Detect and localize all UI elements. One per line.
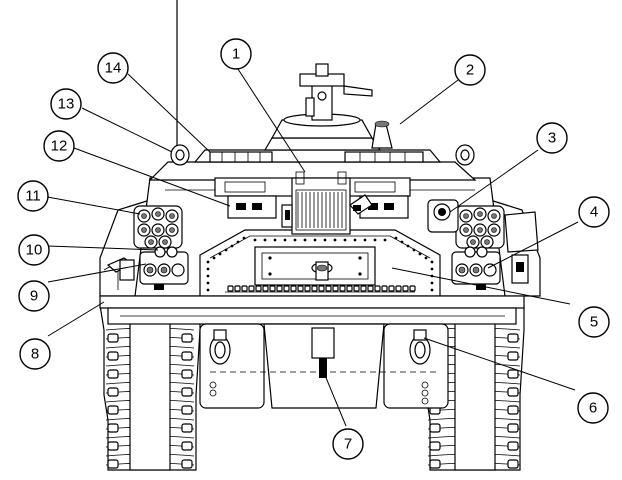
svg-text:10: 10: [26, 242, 43, 259]
turret: [148, 63, 477, 197]
svg-text:8: 8: [31, 346, 39, 363]
callout-11: 11: [17, 180, 49, 212]
callout-10: 10: [18, 234, 50, 266]
left-track: [99, 304, 201, 471]
callout-5: 5: [578, 306, 610, 338]
svg-text:1: 1: [232, 46, 240, 63]
svg-text:2: 2: [466, 62, 474, 79]
svg-text:7: 7: [344, 436, 352, 453]
svg-text:13: 13: [58, 96, 75, 113]
svg-text:9: 9: [30, 288, 38, 305]
callout-7: 7: [332, 428, 364, 460]
svg-text:6: 6: [589, 400, 597, 417]
headlight-right: [451, 246, 501, 290]
svg-text:3: 3: [548, 130, 556, 147]
callout-13: 13: [50, 88, 82, 120]
right-track: [425, 304, 525, 471]
callout-2: 2: [454, 54, 486, 86]
callout-4: 4: [578, 196, 610, 228]
callout-9: 9: [18, 280, 50, 312]
smoke-launcher-left: [133, 205, 183, 249]
callout-12: 12: [43, 130, 75, 162]
svg-text:14: 14: [105, 60, 122, 77]
svg-text:5: 5: [590, 314, 598, 331]
svg-text:4: 4: [590, 204, 598, 221]
callout-14: 14: [97, 52, 129, 84]
callout-3: 3: [536, 122, 568, 154]
svg-text:11: 11: [25, 188, 41, 205]
headlight-housings: [227, 195, 409, 219]
callout-1: 1: [220, 38, 252, 70]
tow-hooks: [209, 329, 431, 405]
svg-text:12: 12: [51, 138, 68, 155]
smoke-launcher-right: [455, 205, 505, 249]
sensor-housing: [427, 199, 459, 233]
callout-6: 6: [577, 392, 609, 424]
gun-mantlet: [281, 171, 373, 235]
headlight-left: [119, 246, 189, 290]
callout-leaders: [41, 65, 579, 427]
callout-8: 8: [19, 338, 51, 370]
